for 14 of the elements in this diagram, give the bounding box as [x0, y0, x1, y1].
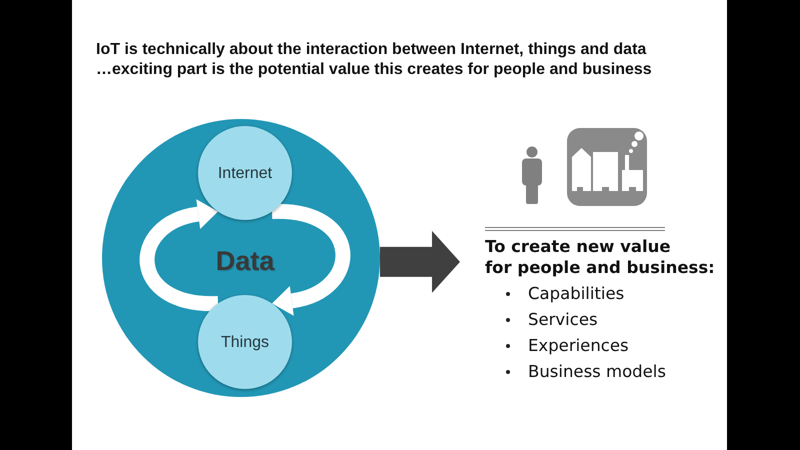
heading-text: To create new value: [485, 236, 671, 257]
heading-text: for people and business:: [485, 257, 715, 278]
list-item-text: Experiences: [528, 336, 629, 356]
node-circle: [198, 126, 292, 220]
list-item-text: Capabilities: [528, 284, 624, 304]
list-item-text: Services: [528, 310, 598, 330]
hub-label: Data: [216, 245, 274, 277]
node-label: Internet: [218, 164, 272, 182]
list-item-text: Business models: [528, 362, 666, 382]
block-arrow: [380, 230, 460, 293]
node-label: Things: [220, 332, 270, 352]
node-circle: [198, 295, 292, 389]
headline-text: …exciting part is the potential value this creates for people and business: [96, 60, 652, 80]
headline-text: IoT is technically about the interaction between Internet, things and data: [96, 40, 646, 60]
